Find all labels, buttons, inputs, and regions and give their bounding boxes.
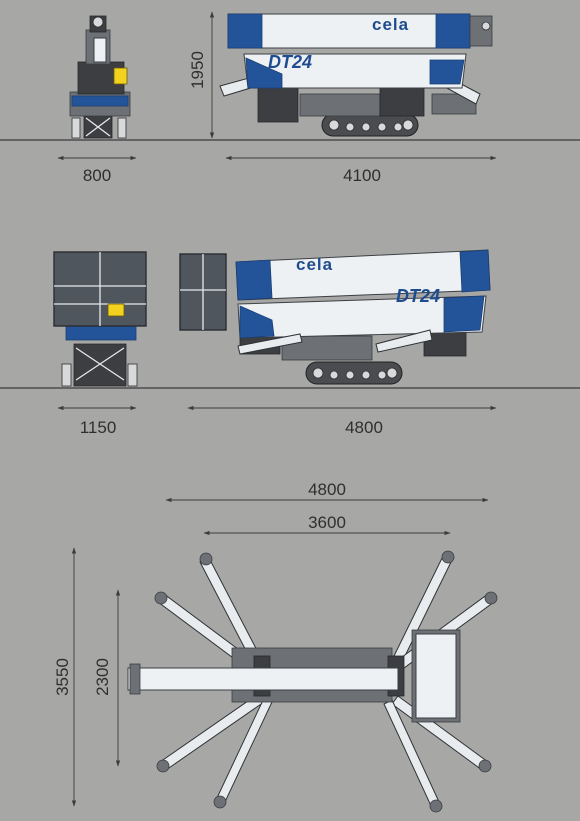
model-label-2: DT24 [396, 286, 440, 306]
model-label: DT24 [268, 52, 312, 72]
dim-label-length-4800: 4800 [345, 418, 383, 437]
brand-logo-2: cela [296, 255, 333, 274]
dim-label-width-1150: 1150 [80, 418, 117, 437]
extended-side-view: cela DT24 [179, 249, 491, 385]
dim-label-3550: 3550 [53, 658, 72, 696]
extended-front-view [0, 251, 580, 389]
top-view [127, 550, 498, 813]
dim-label-height-1950: 1950 [188, 51, 207, 89]
stowed-front-view [0, 15, 580, 141]
dim-label-top-4800: 4800 [308, 480, 346, 499]
stowed-side-view: cela DT24 [219, 13, 493, 137]
dim-label-length-4100: 4100 [343, 166, 381, 185]
dim-label-2300: 2300 [93, 658, 112, 696]
dim-label-width-800: 800 [83, 166, 111, 185]
dim-label-top-3600: 3600 [308, 513, 346, 532]
brand-logo: cela [372, 15, 409, 34]
